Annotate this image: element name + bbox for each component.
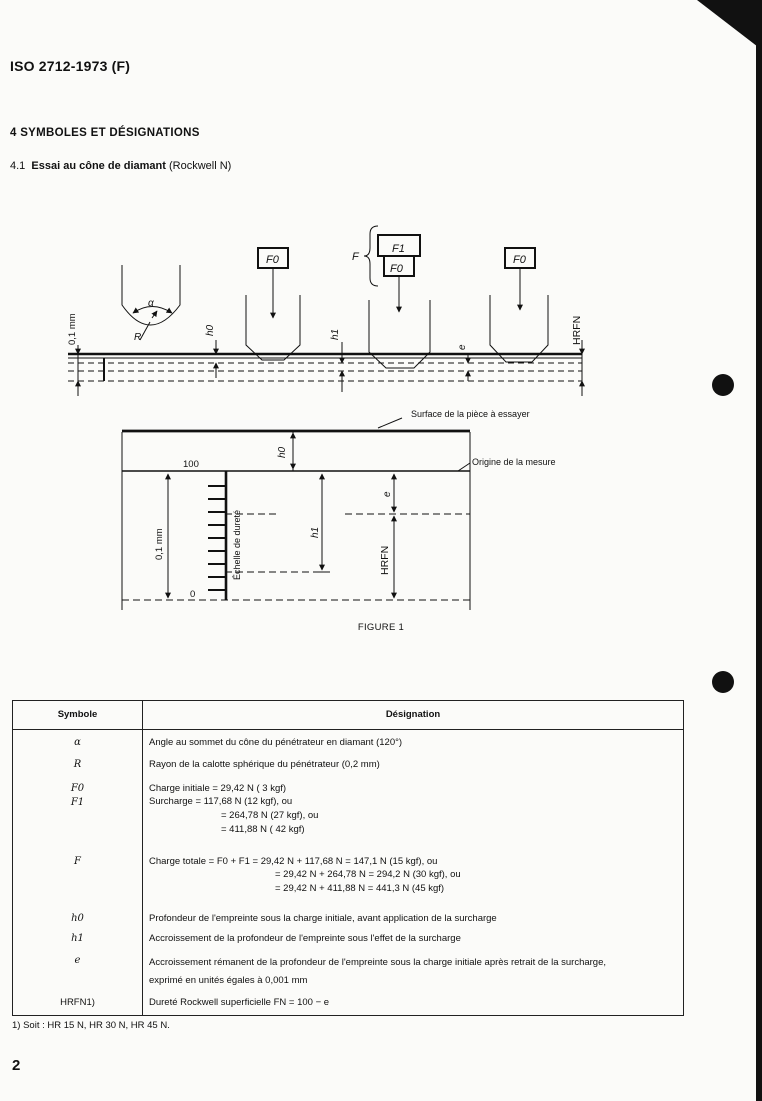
designation-cell: Accroissement de la profondeur de l'empr… (142, 927, 684, 950)
table-row: h0 Profondeur de l'empreinte sous la cha… (12, 905, 684, 928)
designation-cell: Accroissement rémanent de la profondeur … (142, 949, 684, 996)
table-row: F0 F1 Charge initiale = 29,42 N ( 3 kgf)… (12, 777, 684, 847)
footnote: 1) Soit : HR 15 N, HR 30 N, HR 45 N. (12, 1020, 170, 1031)
designation-line: Charge initiale = 29,42 N ( 3 kgf) (149, 782, 287, 794)
f0-label: F0 (266, 254, 280, 266)
header-symbole: Symbole (12, 700, 143, 730)
r-label: R (134, 332, 141, 343)
indenter-f0 (245, 247, 301, 361)
f0-label-2: F0 (390, 263, 404, 275)
designation-line: Surcharge = 117,68 N (12 kgf), ou (149, 796, 293, 808)
designation-line: = 411,88 N ( 42 kgf) (221, 823, 305, 835)
hrfn-symbol: HRFN1) (60, 996, 95, 1008)
table-row: F Charge totale = F0 + F1 = 29,42 N + 11… (12, 846, 684, 906)
page-number: 2 (12, 1057, 21, 1074)
h1-label-bottom: h1 (310, 527, 321, 538)
scale-0-label: 0 (190, 589, 195, 600)
designation-cell: Charge initiale = 29,42 N ( 3 kgf) Surch… (142, 777, 684, 847)
designation-line: exprimé en unités égales à 0,001 mm (149, 974, 308, 986)
page-edge-bar (756, 40, 762, 1101)
designation-line: = 29,42 N + 411,88 N = 441,3 N (45 kgf) (275, 883, 445, 895)
origine-label: Origine de la mesure (472, 457, 556, 467)
binding-hole (712, 374, 734, 396)
binding-hole (712, 671, 734, 693)
document-id: ISO 2712-1973 (F) (10, 58, 131, 74)
figure-1-diagram: α R 0,1 mm F0 h0 F F1 F0 h1 F0 e HRFN (67, 225, 585, 610)
f-label: F (352, 251, 360, 263)
symbol-cell: F (12, 846, 143, 906)
hrfn-label-bottom: HRFN (379, 546, 391, 575)
scale-label-top: 0,1 mm (67, 313, 78, 345)
symbol-cell: R (12, 753, 143, 778)
h1-label-top: h1 (330, 329, 341, 340)
table-row: e Accroissement rémanent de la profondeu… (12, 949, 684, 996)
scale-100-label: 100 (183, 459, 199, 470)
indenter-f0-final (489, 247, 549, 363)
echelle-label: Échelle de dureté (232, 510, 242, 580)
designation-cell: Angle au sommet du cône du pénétrateur e… (142, 729, 684, 754)
subsection-title: 4.1 Essai au cône de diamant (Rockwell N… (10, 160, 232, 172)
surface-label: Surface de la pièce à essayer (411, 409, 530, 419)
designation-line: Accroissement rémanent de la profondeur … (149, 956, 607, 968)
designation-cell: Dureté Rockwell superficielle FN = 100 −… (142, 995, 684, 1017)
symbol-cell: h0 (12, 905, 143, 928)
symbol-cell: HRFN1) (12, 995, 143, 1017)
table-row: α Angle au sommet du cône du pénétrateur… (12, 729, 684, 754)
h0-label-top: h0 (205, 324, 216, 336)
symbol-cell: h1 (12, 927, 143, 950)
section-title: 4 SYMBOLES ET DÉSIGNATIONS (10, 127, 200, 139)
e-label-bottom: e (382, 491, 393, 497)
table-row: h1 Accroissement de la profondeur de l'e… (12, 927, 684, 950)
designation-line: = 264,78 N (27 kgf), ou (221, 810, 319, 822)
symbol-cell: e (12, 949, 143, 996)
specimen-surface-lines (68, 352, 582, 382)
indenter-f (363, 225, 431, 369)
scale-diagram (121, 417, 471, 610)
symbols-table: Symbole Désignation α Angle au sommet du… (12, 700, 684, 1017)
f1-label: F1 (392, 243, 405, 255)
symbol-cell: α (12, 729, 143, 754)
hrfn-label-top: HRFN (571, 316, 583, 345)
table-row: R Rayon de la calotte sphérique du pénét… (12, 753, 684, 778)
corner-fold (697, 0, 762, 50)
indenter-free (121, 265, 181, 341)
header-designation: Désignation (142, 700, 684, 730)
scale-label-bottom: 0,1 mm (154, 528, 165, 560)
symbol-cell: F0 F1 (12, 777, 143, 847)
designation-cell: Profondeur de l'empreinte sous la charge… (142, 905, 684, 928)
figure-caption: FIGURE 1 (357, 622, 405, 633)
designation-line: Charge totale = F0 + F1 = 29,42 N + 117,… (149, 855, 438, 867)
designation-line: = 29,42 N + 264,78 N = 294,2 N (30 kgf),… (275, 869, 461, 881)
designation-cell: Rayon de la calotte sphérique du pénétra… (142, 753, 684, 778)
e-label-top: e (457, 344, 468, 350)
alpha-label: α (148, 298, 154, 309)
table-row: HRFN1) Dureté Rockwell superficielle FN … (12, 995, 684, 1017)
table-header-row: Symbole Désignation (12, 700, 684, 730)
f0-label-3: F0 (513, 254, 527, 266)
designation-cell: Charge totale = F0 + F1 = 29,42 N + 117,… (142, 846, 684, 906)
h0-label-bottom: h0 (277, 446, 288, 458)
